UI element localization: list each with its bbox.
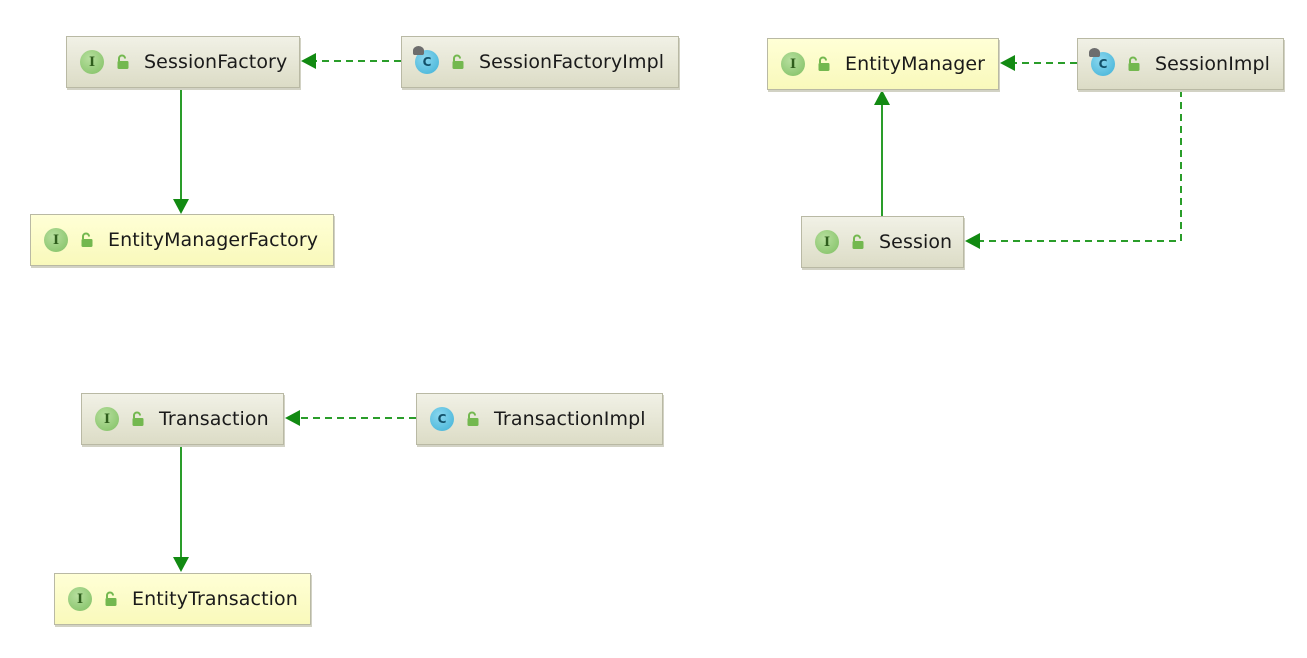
uml-node-label: SessionFactoryImpl [479, 51, 665, 73]
interface-icon: I [44, 228, 68, 252]
class-icon: C [1089, 48, 1115, 76]
uml-node-entitytransaction[interactable]: I EntityTransaction [54, 573, 311, 625]
interface-icon: I [815, 230, 839, 254]
arrowhead-icon [301, 53, 316, 69]
uml-node-session[interactable]: I Session [801, 216, 964, 268]
uml-node-label: SessionImpl [1155, 53, 1271, 75]
interface-icon: I [80, 50, 104, 74]
uml-node-label: EntityTransaction [132, 588, 298, 610]
public-lock-icon [105, 591, 117, 606]
uml-node-label: Session [879, 231, 953, 253]
public-lock-icon [132, 411, 144, 426]
abstract-marker-icon [1089, 48, 1100, 57]
arrowhead-icon [285, 410, 300, 426]
arrowhead-icon [1000, 55, 1015, 71]
uml-node-label: SessionFactory [144, 51, 288, 73]
public-lock-icon [467, 411, 479, 426]
public-lock-icon [452, 54, 464, 69]
uml-node-transaction[interactable]: I Transaction [81, 393, 284, 445]
implements-edge-transactionimpl-to-transaction [285, 410, 416, 426]
class-icon: C [413, 46, 439, 74]
uml-node-transactionimpl[interactable]: C TransactionImpl [416, 393, 663, 445]
uml-node-label: EntityManagerFactory [108, 229, 319, 251]
arrowhead-icon [173, 557, 189, 572]
public-lock-icon [818, 56, 830, 71]
public-lock-icon [81, 232, 93, 247]
uml-node-entitymanagerfactory[interactable]: I EntityManagerFactory [30, 214, 334, 266]
extends-edge-sessionfactory-to-entitymanagerfactory [173, 88, 189, 214]
extends-edge-session-to-entitymanager [874, 90, 890, 216]
abstract-marker-icon [413, 46, 424, 55]
uml-node-label: EntityManager [845, 53, 986, 75]
interface-icon: I [781, 52, 805, 76]
public-lock-icon [1128, 56, 1140, 71]
arrowhead-icon [874, 90, 890, 105]
implements-edge-sessionimpl-to-session [965, 90, 1182, 249]
uml-node-entitymanager[interactable]: I EntityManager [767, 38, 999, 90]
uml-node-sessionimpl[interactable]: C SessionImpl [1077, 38, 1284, 90]
class-icon: C [430, 407, 454, 431]
interface-icon: I [68, 587, 92, 611]
arrowhead-icon [965, 233, 980, 249]
arrowhead-icon [173, 199, 189, 214]
uml-node-sessionfactory[interactable]: I SessionFactory [66, 36, 300, 88]
public-lock-icon [117, 54, 129, 69]
extends-edge-transaction-to-entitytransaction [173, 445, 189, 572]
implements-edge-sessionimpl-to-entitymanager [1000, 55, 1077, 71]
implements-edge-sessionfactoryimpl-to-sessionfactory [301, 53, 401, 69]
interface-icon: I [95, 407, 119, 431]
uml-node-label: Transaction [159, 408, 269, 430]
uml-node-sessionfactoryimpl[interactable]: C SessionFactoryImpl [401, 36, 679, 88]
public-lock-icon [852, 234, 864, 249]
uml-node-label: TransactionImpl [494, 408, 646, 430]
edge-line [979, 90, 1182, 242]
